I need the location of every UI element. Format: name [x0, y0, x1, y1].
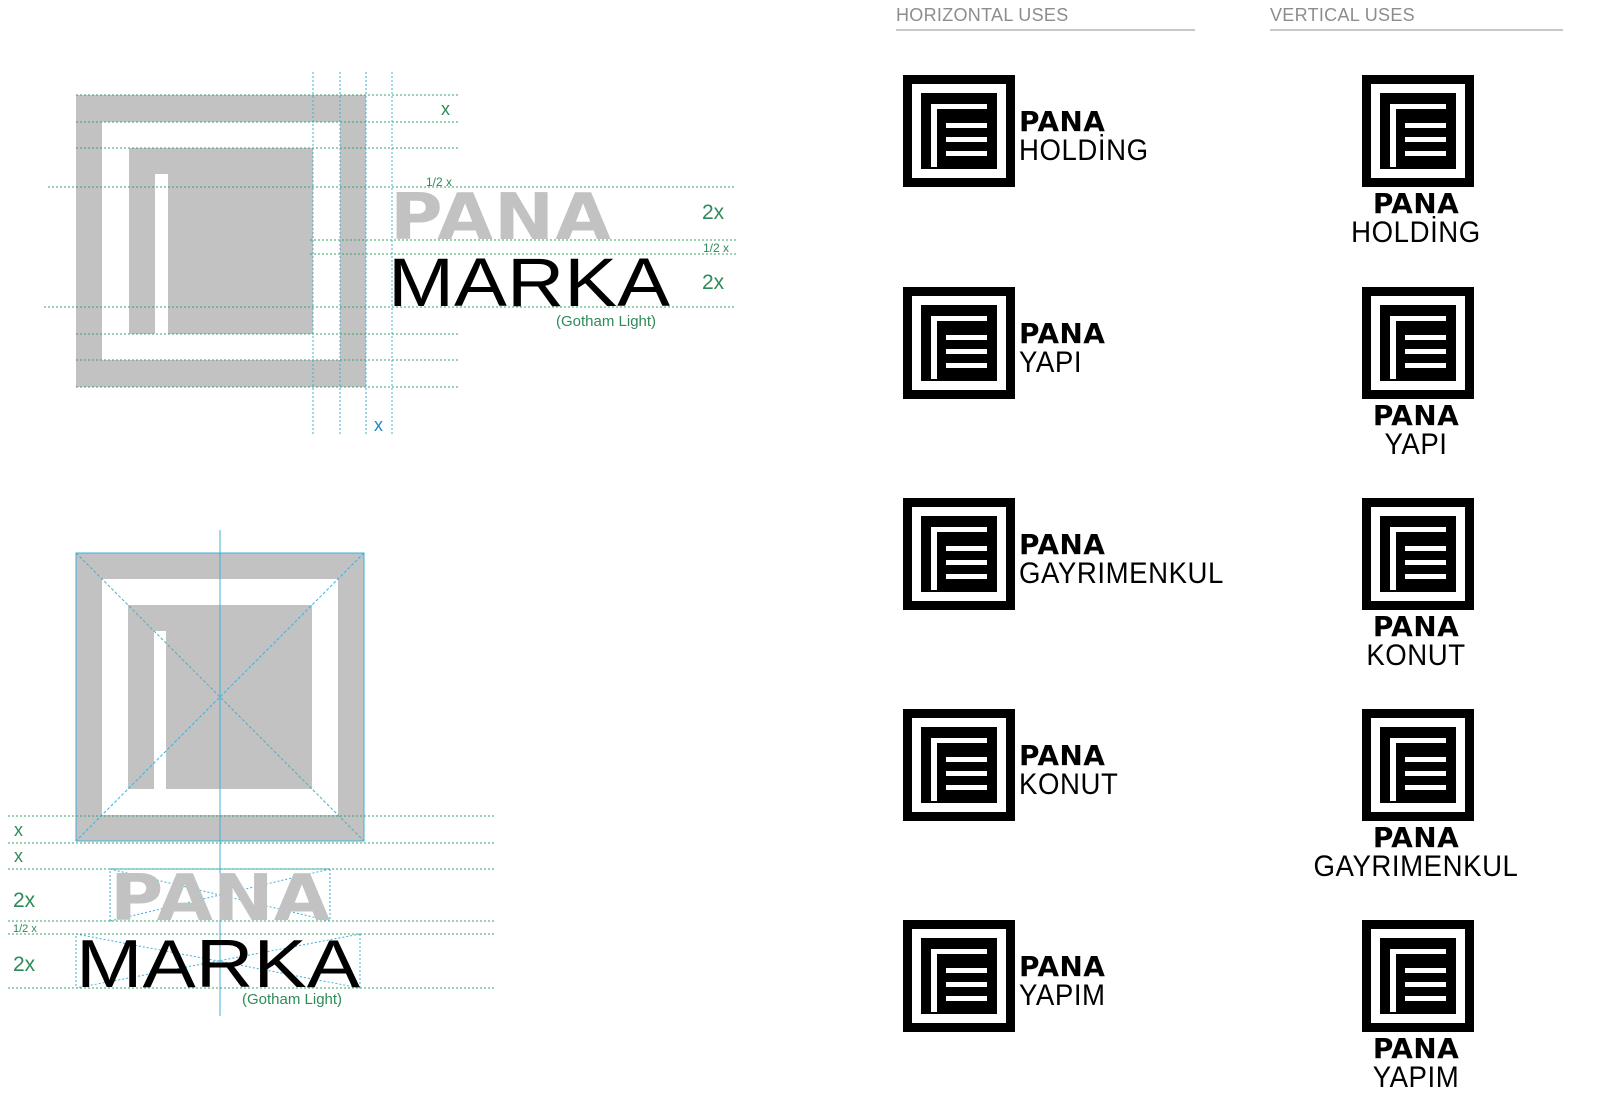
lockup-brand: PANA: [1372, 610, 1460, 643]
lockup-sub: HOLDİNG: [1019, 134, 1149, 167]
logo-mark: [1362, 287, 1474, 399]
grid-lines-vertical: [312, 72, 393, 434]
logo-mark: [903, 75, 1015, 187]
logo-mark-glyph: [903, 287, 1015, 399]
horizontal-uses-header: HORIZONTAL USES: [896, 4, 1195, 31]
measure-x-first: x: [14, 820, 23, 840]
logo-mark: [1362, 920, 1474, 1032]
logo-mark-glyph: [1362, 709, 1474, 821]
logo-mark-glyph: [903, 920, 1015, 1032]
measure-2x-brand: 2x: [13, 889, 36, 912]
lockup-text: PANA KONUT: [1019, 742, 1127, 800]
measure-x-top: x: [441, 99, 450, 119]
logo-mark-glyph: [1362, 498, 1474, 610]
measure-half-x-between: 1/2 x: [703, 241, 729, 255]
lockup-text: PANA YAPIM: [1296, 1035, 1536, 1093]
logo-mark: [1362, 75, 1474, 187]
measure-x-bottom: x: [374, 415, 383, 435]
brand-wordmark-gray: PANA: [390, 181, 612, 255]
logo-mark-glyph: [903, 709, 1015, 821]
logo-mark: [1362, 709, 1474, 821]
measure-2x-sub: 2x: [702, 271, 725, 294]
logo-mark-glyph: [1362, 75, 1474, 187]
lockup-brand: PANA: [1019, 105, 1106, 138]
lockup-brand: PANA: [1372, 187, 1460, 220]
lockup-sub: YAPIM: [1372, 1061, 1460, 1094]
logo-mark: [903, 498, 1015, 610]
measure-2x-brand: 2x: [702, 201, 725, 224]
sub-wordmark: MARKA: [388, 244, 670, 321]
logo-mark: [903, 709, 1015, 821]
lockup-brand: PANA: [1372, 399, 1460, 432]
font-note: (Gotham Light): [556, 313, 656, 330]
grid-lines-horizontal: [44, 94, 736, 388]
lockup-text: PANA YAPI: [1019, 320, 1105, 378]
sub-wordmark: MARKA: [76, 926, 361, 1002]
logo-mark-glyph: [903, 75, 1015, 187]
measure-half-x: 1/2 x: [13, 923, 37, 935]
lockup-text: PANA HOLDİNG: [1296, 190, 1536, 248]
lockup-sub: YAPI: [1019, 346, 1083, 379]
logo-mark: [903, 920, 1015, 1032]
lockup-sub: GAYRIMENKUL: [1019, 557, 1224, 590]
horizontal-uses-title: HORIZONTAL USES: [896, 5, 1069, 25]
logo-mark-glyph: [903, 498, 1015, 610]
lockup-text: PANA GAYRIMENKUL: [1296, 824, 1536, 882]
construction-diagram-top: PANA MARKA (Gotham Light) x 1/2 x 2x 1/2…: [44, 72, 736, 435]
lockup-brand: PANA: [1019, 528, 1106, 561]
lockup-text: PANA YAPIM: [1019, 953, 1113, 1011]
font-note: (Gotham Light): [242, 991, 342, 1008]
grid-lines-horizontal: [8, 815, 494, 989]
measure-x-second: x: [14, 846, 23, 866]
lockup-sub: KONUT: [1019, 768, 1119, 801]
brand-wordmark-gray: PANA: [110, 862, 331, 936]
vertical-uses-header: VERTICAL USES: [1270, 4, 1563, 31]
lockup-sub: HOLDİNG: [1351, 216, 1481, 249]
measure-2x-sub: 2x: [13, 953, 36, 976]
lockup-text: PANA GAYRIMENKUL: [1019, 531, 1242, 589]
guide-lines-blue: [75, 530, 365, 1016]
lockup-text: PANA KONUT: [1296, 613, 1536, 671]
logo-mark-gray: [76, 95, 366, 387]
lockup-brand: PANA: [1019, 317, 1106, 350]
construction-diagram-bottom: PANA MARKA (Gotham Light) x x 2x 1/2 x 2…: [8, 530, 494, 1016]
lockup-sub: YAPIM: [1019, 979, 1106, 1012]
lockup-text: PANA HOLDİNG: [1019, 108, 1160, 166]
measure-half-x-top: 1/2 x: [426, 175, 452, 189]
lockup-brand: PANA: [1019, 950, 1106, 983]
vertical-uses-title: VERTICAL USES: [1270, 5, 1415, 25]
logo-mark: [903, 287, 1015, 399]
lockup-sub: GAYRIMENKUL: [1313, 850, 1519, 883]
logo-mark-glyph: [1362, 920, 1474, 1032]
lockup-sub: KONUT: [1366, 639, 1466, 672]
logo-mark: [1362, 498, 1474, 610]
logo-mark-glyph: [1362, 287, 1474, 399]
lockup-brand: PANA: [1372, 1032, 1460, 1065]
lockup-sub: YAPI: [1384, 428, 1448, 461]
lockup-brand: PANA: [1372, 821, 1460, 854]
lockup-brand: PANA: [1019, 739, 1106, 772]
lockup-text: PANA YAPI: [1296, 402, 1536, 460]
